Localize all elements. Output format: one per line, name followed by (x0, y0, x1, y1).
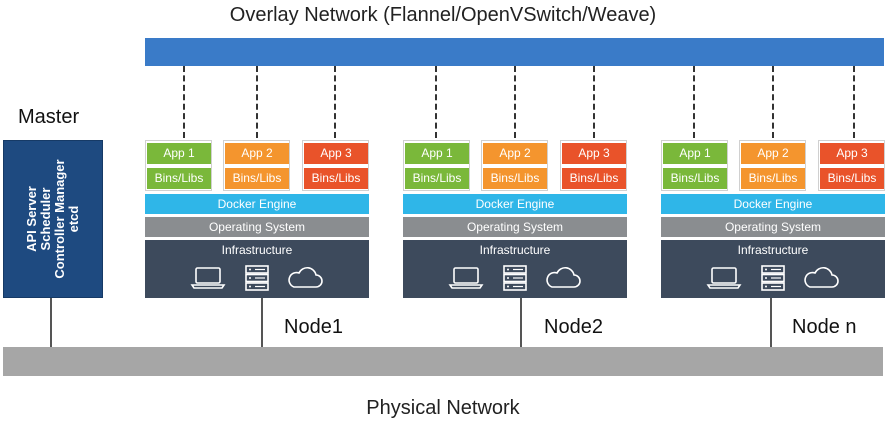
laptop-icon (706, 267, 742, 289)
app-1-box: App 1 (147, 143, 211, 164)
operating-system-layer: Operating System (145, 217, 369, 237)
cloud-icon (804, 267, 839, 288)
app-2-box: App 2 (225, 143, 289, 164)
master-component-scheduler: Scheduler (38, 187, 53, 251)
overlay-connector (693, 66, 695, 138)
operating-system-layer: Operating System (661, 217, 885, 237)
master-component-etcd: etcd (66, 205, 81, 233)
master-label: Master (18, 106, 80, 128)
app-3-box: App 3 (820, 143, 884, 164)
overlay-connector (256, 66, 258, 138)
node-1-label: Node1 (284, 316, 343, 338)
docker-engine-layer: Docker Engine (145, 194, 369, 214)
bins-libs-1-box: Bins/Libs (147, 168, 211, 189)
node-1-link (261, 298, 263, 348)
app-2-box: App 2 (483, 143, 547, 164)
bins-libs-3-box: Bins/Libs (562, 168, 626, 189)
overlay-connector (435, 66, 437, 138)
physical-network-title: Physical Network (366, 397, 520, 419)
bins-libs-2-box: Bins/Libs (225, 168, 289, 189)
docker-engine-layer: Docker Engine (661, 194, 885, 214)
infrastructure-label: Infrastructure (479, 243, 551, 257)
overlay-connector (853, 66, 855, 138)
overlay-connector (334, 66, 336, 138)
server-icon (245, 265, 269, 291)
bins-libs-3-box: Bins/Libs (820, 168, 884, 189)
infrastructure-label: Infrastructure (221, 243, 293, 257)
node-n: App 1 App 2 App 3 Bins/Libs Bins/Libs Bi… (661, 140, 885, 300)
master-component-api-server: API Server (24, 186, 39, 252)
overlay-network-title: Overlay Network (Flannel/OpenVSwitch/Wea… (229, 4, 657, 26)
node-1: App 1 App 2 App 3 Bins/Libs Bins/Libs Bi… (145, 140, 369, 300)
bins-libs-2-box: Bins/Libs (483, 168, 547, 189)
infrastructure-label: Infrastructure (737, 243, 809, 257)
server-icon (761, 265, 785, 291)
laptop-icon (190, 267, 226, 289)
node-2: App 1 App 2 App 3 Bins/Libs Bins/Libs Bi… (403, 140, 627, 300)
node-n-label: Node n (792, 316, 857, 338)
master-link (50, 298, 52, 348)
app-1-box: App 1 (663, 143, 727, 164)
operating-system-layer: Operating System (403, 217, 627, 237)
infrastructure-layer: Infrastructure (145, 240, 369, 298)
bins-libs-1-box: Bins/Libs (663, 168, 727, 189)
master-components: API Server Scheduler Controller Manager … (24, 159, 81, 279)
docker-engine-layer: Docker Engine (403, 194, 627, 214)
infrastructure-layer: Infrastructure (661, 240, 885, 298)
node-n-link (770, 298, 772, 348)
app-2-box: App 2 (741, 143, 805, 164)
node-2-label: Node2 (544, 316, 603, 338)
app-3-box: App 3 (304, 143, 368, 164)
server-icon (503, 265, 527, 291)
laptop-icon (448, 267, 484, 289)
master-box: API Server Scheduler Controller Manager … (3, 140, 103, 298)
overlay-connector (183, 66, 185, 138)
overlay-connector (772, 66, 774, 138)
infrastructure-layer: Infrastructure (403, 240, 627, 298)
overlay-connector (514, 66, 516, 138)
overlay-network-bar (145, 38, 884, 66)
physical-network-bar (3, 347, 883, 376)
bins-libs-2-box: Bins/Libs (741, 168, 805, 189)
bins-libs-3-box: Bins/Libs (304, 168, 368, 189)
node-2-link (520, 298, 522, 348)
master-component-controller-manager: Controller Manager (52, 159, 67, 279)
cloud-icon (546, 267, 581, 288)
cloud-icon (288, 267, 323, 288)
app-3-box: App 3 (562, 143, 626, 164)
overlay-connector (593, 66, 595, 138)
app-1-box: App 1 (405, 143, 469, 164)
bins-libs-1-box: Bins/Libs (405, 168, 469, 189)
